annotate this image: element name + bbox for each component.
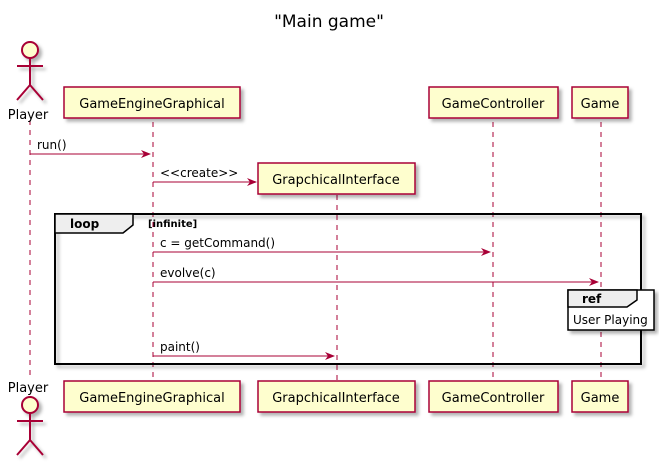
engine-label-bottom: GameEngineGraphical <box>79 391 224 406</box>
message-paint: paint() <box>153 340 335 360</box>
game-box-top: Game <box>571 86 629 119</box>
player-actor-top: Player <box>8 41 49 123</box>
message-get-command: c = getCommand() <box>153 236 491 256</box>
stick-figure-icon <box>16 396 44 456</box>
interface-label-bottom: GrapchicalInterface <box>272 391 400 406</box>
controller-label-bottom: GameController <box>442 391 545 406</box>
player-label-top: Player <box>8 108 49 123</box>
stick-figure-icon <box>16 41 44 101</box>
interface-box-created: GrapchicalInterface <box>257 162 416 195</box>
message-create: <<create>> <box>153 166 257 186</box>
ref-frame: ref User Playing <box>567 289 655 331</box>
ref-label: User Playing <box>573 313 648 327</box>
message-evolve: evolve(c) <box>153 266 599 286</box>
message-evolve-label: evolve(c) <box>160 266 216 280</box>
ref-keyword: ref <box>582 292 602 306</box>
message-run-label: run() <box>37 138 67 152</box>
message-run: run() <box>30 138 151 158</box>
interface-box-bottom: GrapchicalInterface <box>257 380 416 413</box>
interface-label-created: GrapchicalInterface <box>272 173 400 188</box>
player-actor-bottom: Player <box>8 381 49 456</box>
message-get-command-label: c = getCommand() <box>160 236 275 250</box>
controller-box-bottom: GameController <box>428 380 559 413</box>
loop-keyword: loop <box>70 217 100 231</box>
message-paint-label: paint() <box>160 340 200 354</box>
controller-label-top: GameController <box>442 97 545 112</box>
loop-frame: loop [infinite] <box>54 213 642 365</box>
engine-box-top: GameEngineGraphical <box>63 86 241 119</box>
controller-box-top: GameController <box>428 86 559 119</box>
message-create-label: <<create>> <box>160 166 238 180</box>
engine-label-top: GameEngineGraphical <box>79 97 224 112</box>
player-label-bottom: Player <box>8 381 49 396</box>
game-label-bottom: Game <box>581 391 620 406</box>
game-label-top: Game <box>581 97 620 112</box>
engine-box-bottom: GameEngineGraphical <box>63 380 241 413</box>
loop-guard: [infinite] <box>148 219 197 230</box>
diagram-title: "Main game" <box>274 12 384 32</box>
game-box-bottom: Game <box>571 380 629 413</box>
